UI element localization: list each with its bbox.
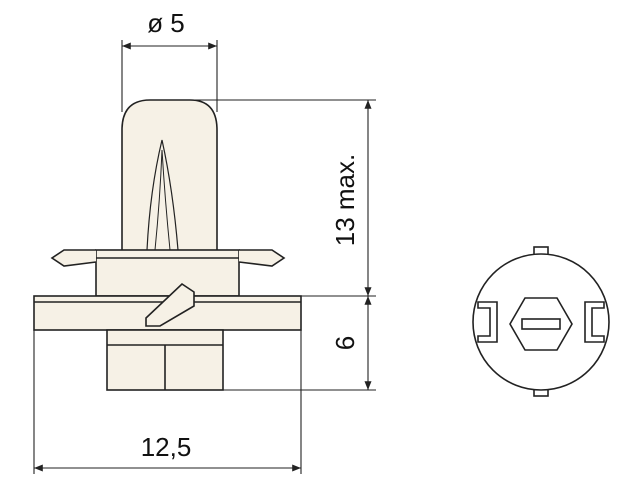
filament: [146, 139, 179, 251]
right-clip: [238, 249, 286, 267]
left-contact: [477, 301, 498, 343]
base-height-label: 6: [330, 336, 360, 350]
bottom-view: [472, 246, 610, 397]
right-contact: [584, 301, 605, 343]
contact-tab: [145, 282, 195, 327]
left-clip: [50, 249, 97, 267]
glass-bulb: [121, 99, 218, 250]
width-label: 12,5: [141, 432, 192, 462]
height-label: 13 max.: [330, 154, 360, 247]
side-view: [33, 99, 302, 391]
holder-upper-body: [95, 249, 240, 297]
dimension-lines: [33, 40, 376, 474]
diameter-label: ø 5: [147, 8, 185, 38]
center-slot: [521, 318, 561, 330]
